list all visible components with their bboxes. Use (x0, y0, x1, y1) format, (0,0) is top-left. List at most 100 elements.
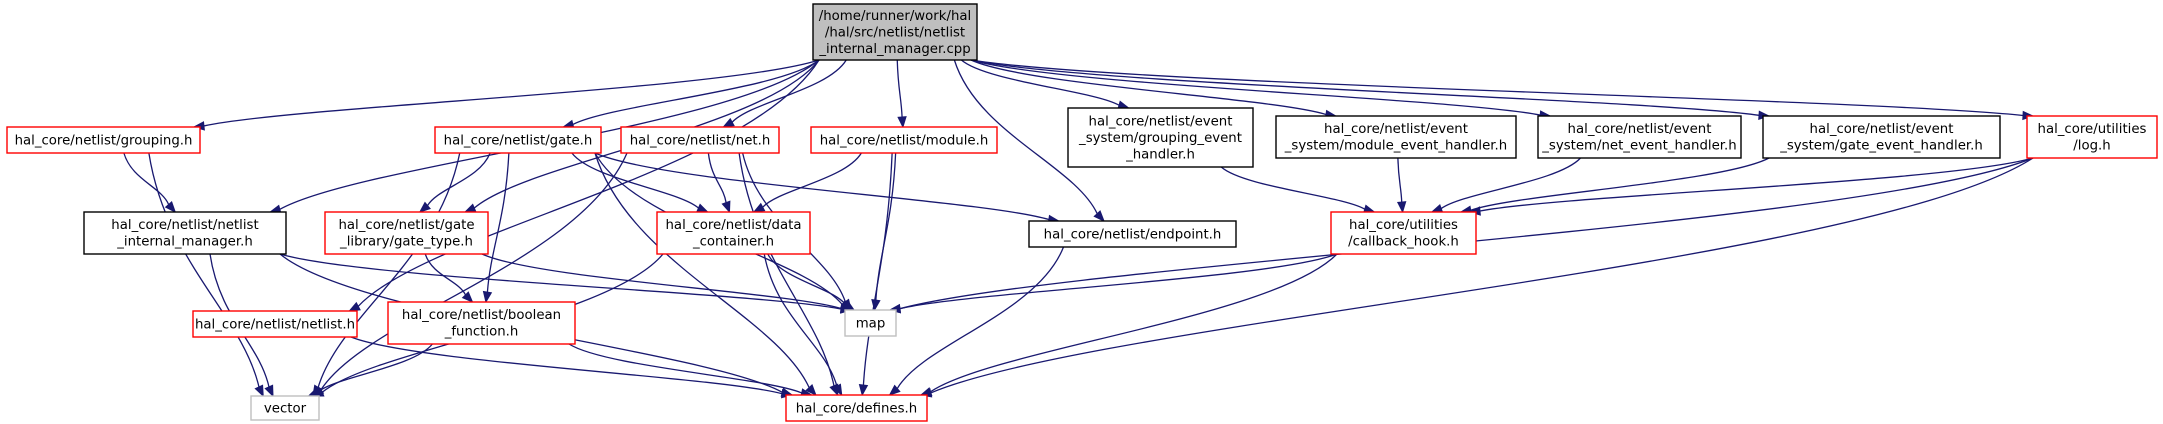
node-label-line: hal_core/netlist/data (666, 218, 802, 233)
edge-arrowhead (461, 291, 474, 303)
node-label-line: hal_core/defines.h (796, 401, 917, 416)
edge-arrowhead (752, 202, 766, 213)
node-label-line: _system/net_event_handler.h (1541, 139, 1736, 154)
edge-line (486, 152, 510, 293)
edge-line (899, 253, 1338, 310)
edge-line (572, 59, 820, 126)
node-label-line: _function.h (444, 325, 519, 340)
node-box (434, 126, 602, 154)
node-label-line: hal_core/netlist/netlist.h (195, 317, 355, 332)
node-box (812, 3, 978, 61)
node-box (387, 301, 576, 345)
node-gate[interactable]: hal_core/netlist/gate.h (434, 126, 602, 154)
edge-endpoint-to-defines (888, 246, 1065, 396)
node-box (1537, 115, 1742, 159)
edge-line (594, 152, 810, 388)
node-label-line: hal_core/netlist/event (1324, 122, 1468, 137)
edge-line (571, 152, 699, 209)
node-label-line: /home/runner/work/hal (819, 9, 971, 24)
edge-line (357, 59, 820, 307)
node-vector[interactable]: vector (250, 395, 320, 421)
edge-line (862, 152, 893, 386)
edge-gate-to-boolean (482, 152, 510, 304)
node-label-line: map (856, 316, 886, 331)
edges-layer (123, 59, 2035, 399)
edge-line (707, 152, 727, 203)
node-boolean[interactable]: hal_core/netlist/boolean _function.h (387, 301, 576, 345)
edge-root-to-module (896, 59, 907, 129)
edge-module-to-defines (858, 152, 893, 397)
node-gate_evt[interactable]: hal_core/netlist/event_system/gate_event… (1762, 115, 2001, 159)
edge-arrowhead (254, 384, 264, 398)
edge-line (738, 152, 835, 386)
node-callback[interactable]: hal_core/utilities/callback_hook.h (1330, 211, 1477, 255)
edge-log-to-callback (1468, 157, 2034, 216)
node-net[interactable]: hal_core/netlist/net.h (620, 126, 780, 154)
edge-line (896, 246, 1065, 389)
node-box (192, 310, 358, 338)
edge-line (123, 152, 170, 205)
edge-line (148, 152, 260, 388)
node-box (83, 211, 287, 255)
node-label-line: _internal_manager.h (116, 235, 253, 250)
edge-arrowhead (897, 116, 907, 129)
edge-module-to-data_container (752, 152, 862, 213)
edge-line (424, 253, 467, 296)
node-endpoint[interactable]: hal_core/netlist/endpoint.h (1028, 220, 1237, 248)
edge-line (896, 59, 903, 118)
node-mod_evt[interactable]: hal_core/netlist/event_system/module_eve… (1275, 115, 1517, 159)
edge-line (1479, 157, 2034, 212)
edge-root-to-gate (561, 59, 820, 129)
node-label-line: hal_core/netlist/event (1810, 122, 1954, 137)
edge-root-to-netlist (348, 59, 820, 312)
node-label-line: vector (264, 401, 307, 416)
node-module[interactable]: hal_core/netlist/module.h (810, 126, 998, 154)
node-box (1275, 115, 1517, 159)
node-grp_evt[interactable]: hal_core/netlist/event_system/grouping_e… (1067, 107, 1254, 168)
edge-grouping-to-vector (148, 152, 264, 398)
node-label-line: hal_core/utilities (2038, 122, 2147, 137)
edge-net_evt-to-callback (1430, 157, 1581, 213)
node-defines[interactable]: hal_core/defines.h (785, 394, 928, 422)
node-box (1028, 220, 1237, 248)
edge-line (279, 253, 842, 310)
node-netlist[interactable]: hal_core/netlist/netlist.h (192, 310, 358, 338)
edge-line (767, 253, 847, 305)
edge-line (320, 152, 628, 391)
node-gate_type[interactable]: hal_core/netlist/gate_library/gate_type.… (324, 211, 489, 255)
edge-arrowhead (1093, 210, 1105, 222)
node-box (844, 309, 897, 337)
node-box (1762, 115, 2001, 159)
node-label-line: hal_core/netlist/net.h (630, 133, 771, 148)
node-box (1067, 107, 1254, 168)
edge-arrowhead (696, 203, 709, 213)
edge-log-to-defines (919, 157, 2034, 398)
edge-line (426, 152, 491, 206)
edge-data_container-to-defines (763, 253, 843, 397)
node-nim[interactable]: hal_core/netlist/netlist_internal_manage… (83, 211, 287, 255)
edge-arrowhead (1430, 203, 1444, 213)
edge-arrowhead (722, 117, 735, 128)
node-log[interactable]: hal_core/utilities/log.h (2026, 115, 2158, 159)
node-data_container[interactable]: hal_core/netlist/data _container.h (656, 211, 811, 255)
edge-arrowhead (805, 384, 817, 396)
edge-line (960, 59, 1120, 106)
edge-arrowhead (482, 290, 493, 304)
node-grouping[interactable]: hal_core/netlist/grouping.h (6, 126, 201, 154)
edge-root-to-endpoint (953, 59, 1105, 222)
edge-line (317, 152, 461, 388)
node-box (656, 211, 811, 255)
node-label-line: hal_core/netlist/boolean (402, 308, 561, 323)
node-map[interactable]: map (844, 309, 897, 337)
node-label-line: _system/grouping_event (1078, 131, 1242, 146)
edge-data_container-to-map (767, 253, 856, 311)
edge-gate-to-gate_type (418, 152, 491, 213)
node-label-line: _container.h (692, 235, 774, 250)
edge-line (203, 59, 820, 127)
node-label-line: hal_core/netlist/module.h (820, 133, 989, 148)
edge-line (763, 253, 838, 387)
node-net_evt[interactable]: hal_core/netlist/event_system/net_event_… (1537, 115, 1742, 159)
edge-line (1220, 166, 1366, 210)
edge-line (970, 59, 1541, 116)
